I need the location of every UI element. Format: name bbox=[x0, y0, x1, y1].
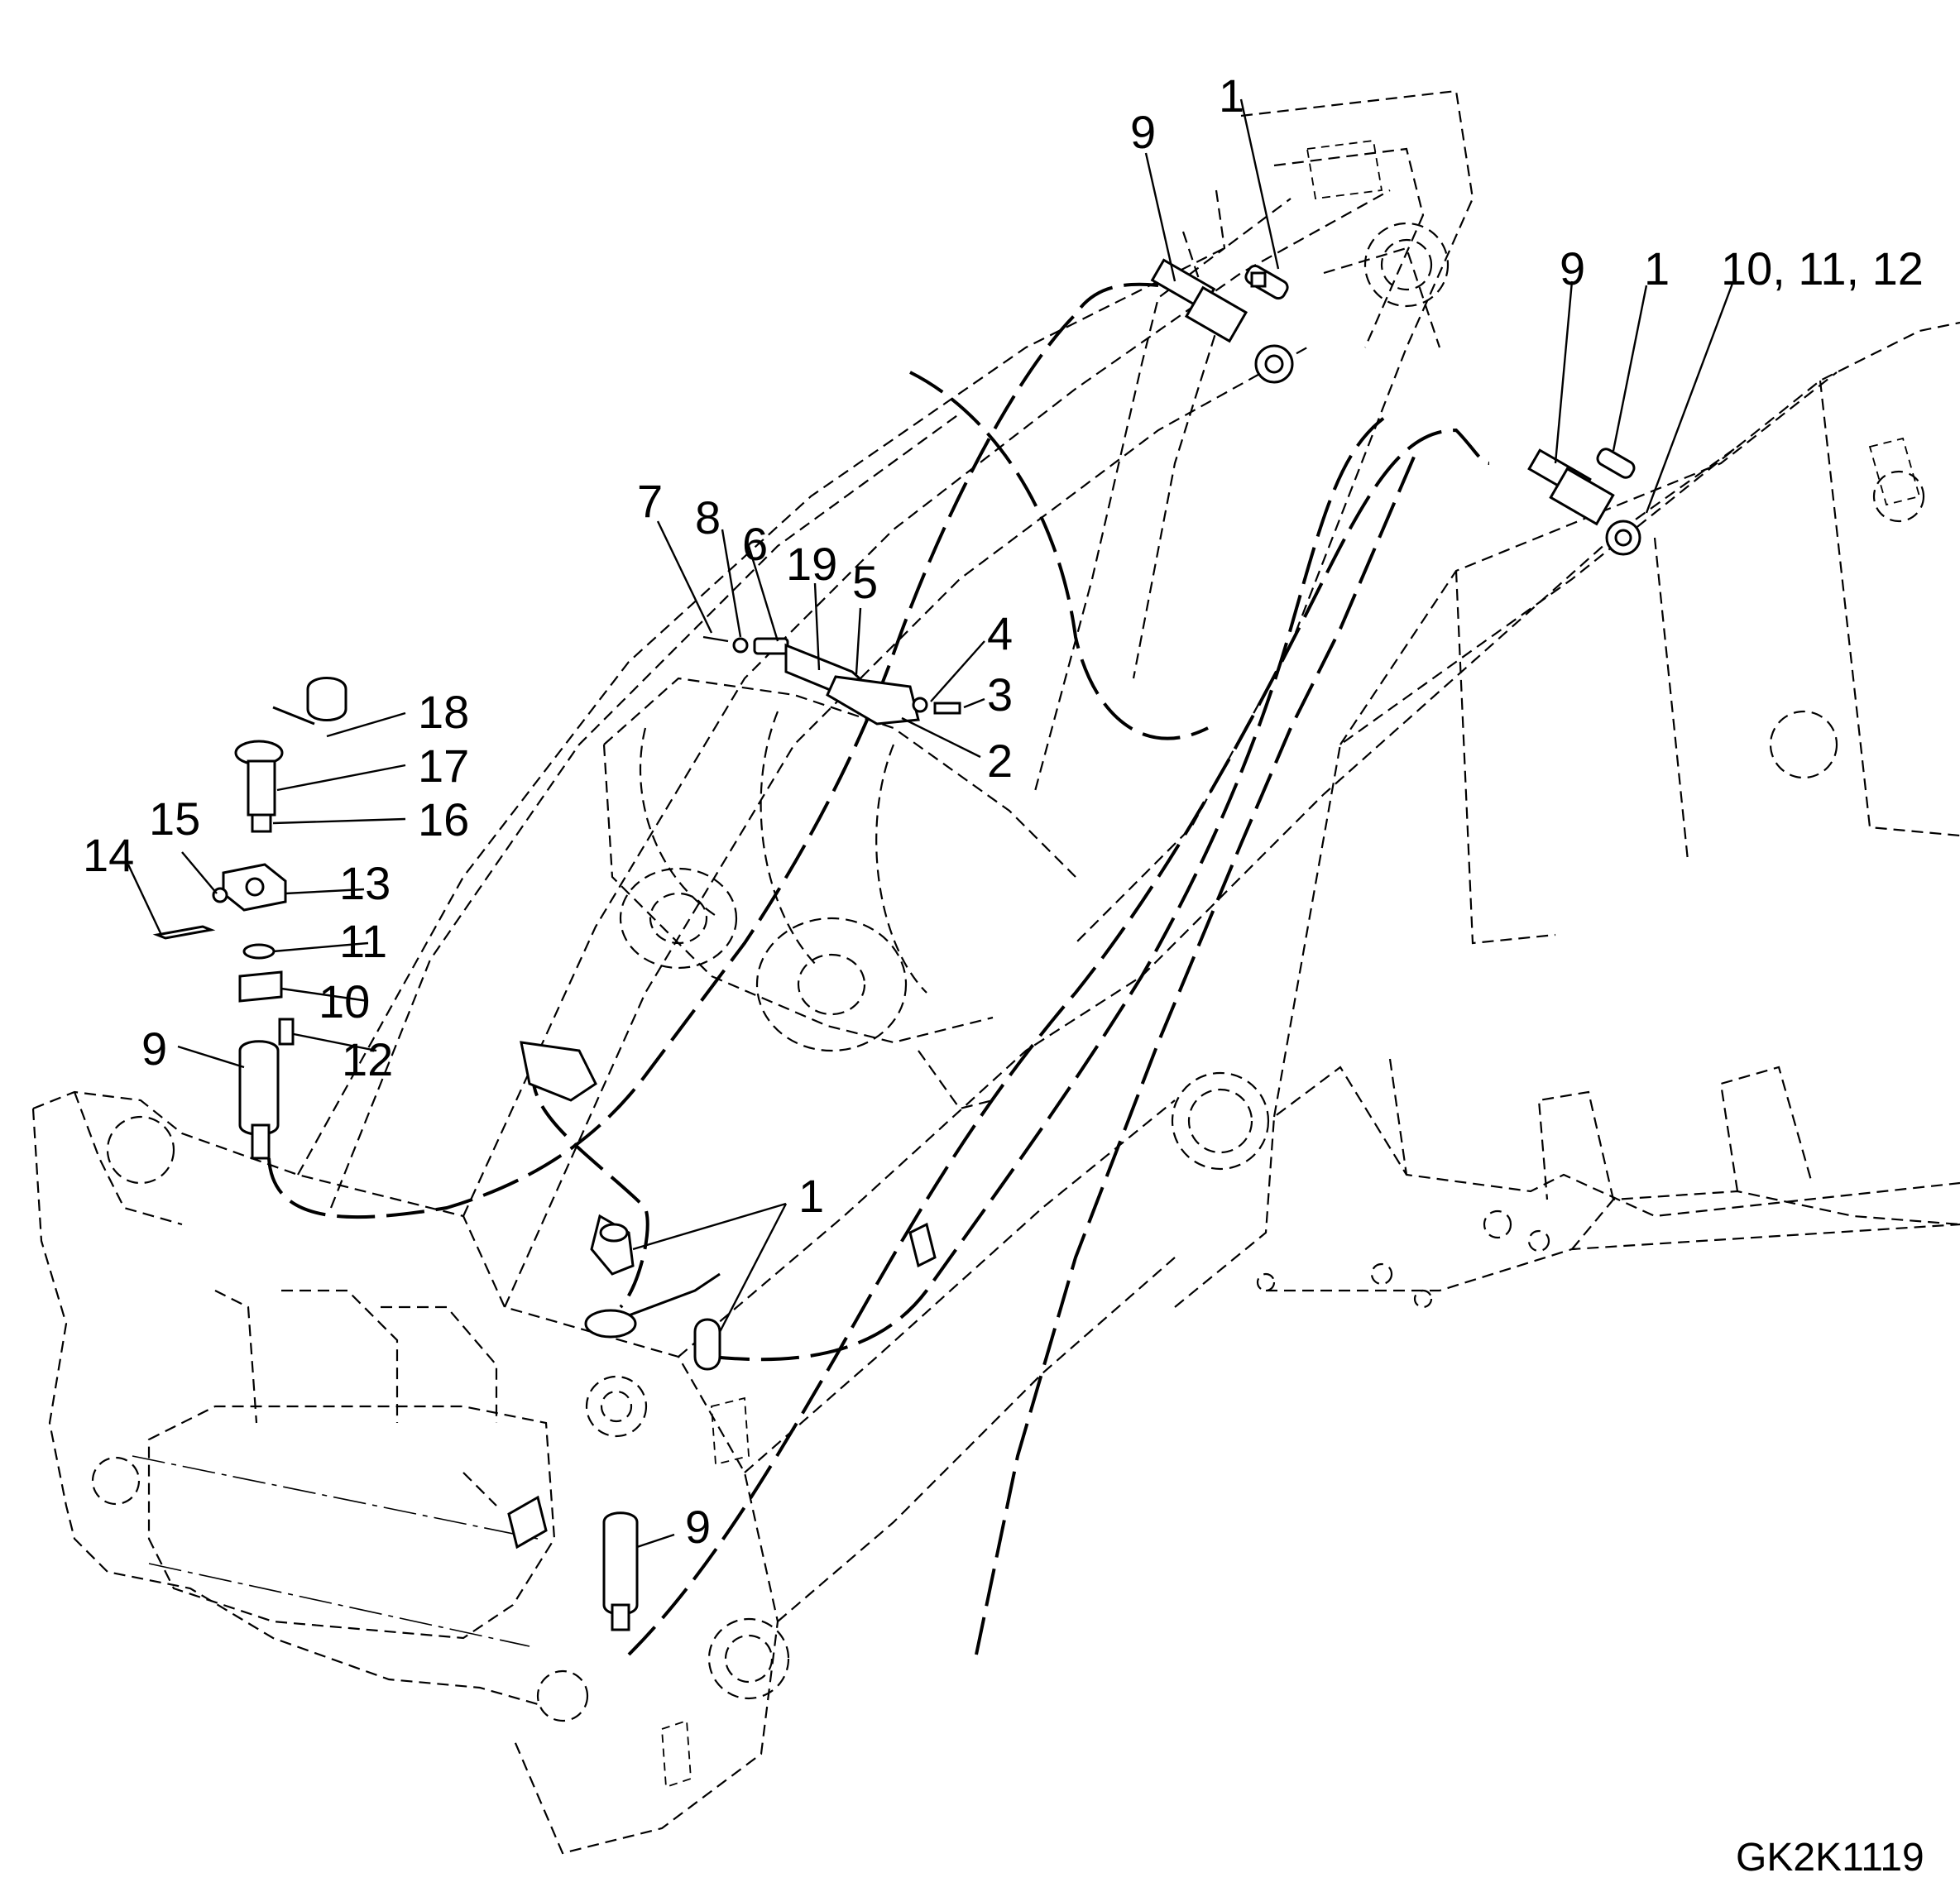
callout-1-top: 1 bbox=[1219, 69, 1245, 122]
callout-1-mid: 1 bbox=[798, 1170, 825, 1222]
callout-17: 17 bbox=[418, 740, 470, 792]
boom-arm-far bbox=[1033, 89, 1474, 944]
clamp-assembly bbox=[702, 635, 961, 726]
callout-5: 5 bbox=[852, 556, 879, 608]
callout-16: 16 bbox=[418, 793, 470, 845]
callout-9-bottom: 9 bbox=[685, 1501, 712, 1553]
callout-12: 12 bbox=[342, 1033, 394, 1085]
quick-coupler-frame bbox=[132, 1289, 556, 1647]
cross-tube bbox=[602, 677, 1076, 1110]
callout-3: 3 bbox=[987, 668, 1014, 721]
callout-6: 6 bbox=[742, 518, 769, 570]
upper-fittings bbox=[1150, 258, 1641, 556]
callout-14: 14 bbox=[83, 829, 135, 881]
callout-4: 4 bbox=[987, 607, 1014, 659]
callout-11: 11 bbox=[339, 915, 388, 967]
rear-frame-outline bbox=[1171, 321, 1960, 1309]
lower-fittings bbox=[507, 1041, 937, 1631]
callout-7: 7 bbox=[637, 475, 664, 527]
callout-19: 19 bbox=[786, 538, 838, 590]
callout-9-top: 9 bbox=[1130, 106, 1157, 158]
figure-code: GK2K1119 bbox=[1736, 1836, 1924, 1880]
callout-9-right: 9 bbox=[1560, 242, 1586, 295]
callout-9-left: 9 bbox=[141, 1023, 168, 1075]
callout-2: 2 bbox=[987, 735, 1014, 787]
callout-15: 15 bbox=[149, 793, 201, 845]
callout-10-11-12-right: 10, 11, 12 bbox=[1721, 242, 1924, 295]
callout-13: 13 bbox=[339, 857, 391, 909]
callout-18: 18 bbox=[418, 686, 470, 738]
callout-8: 8 bbox=[695, 491, 721, 544]
boom-arm-near bbox=[31, 189, 1738, 1855]
grease-hose-lines bbox=[267, 282, 1490, 1656]
exploded-stack bbox=[152, 677, 347, 1160]
callout-1-right: 1 bbox=[1644, 242, 1670, 295]
leader-lines bbox=[127, 98, 1735, 1549]
callout-10: 10 bbox=[319, 975, 371, 1027]
